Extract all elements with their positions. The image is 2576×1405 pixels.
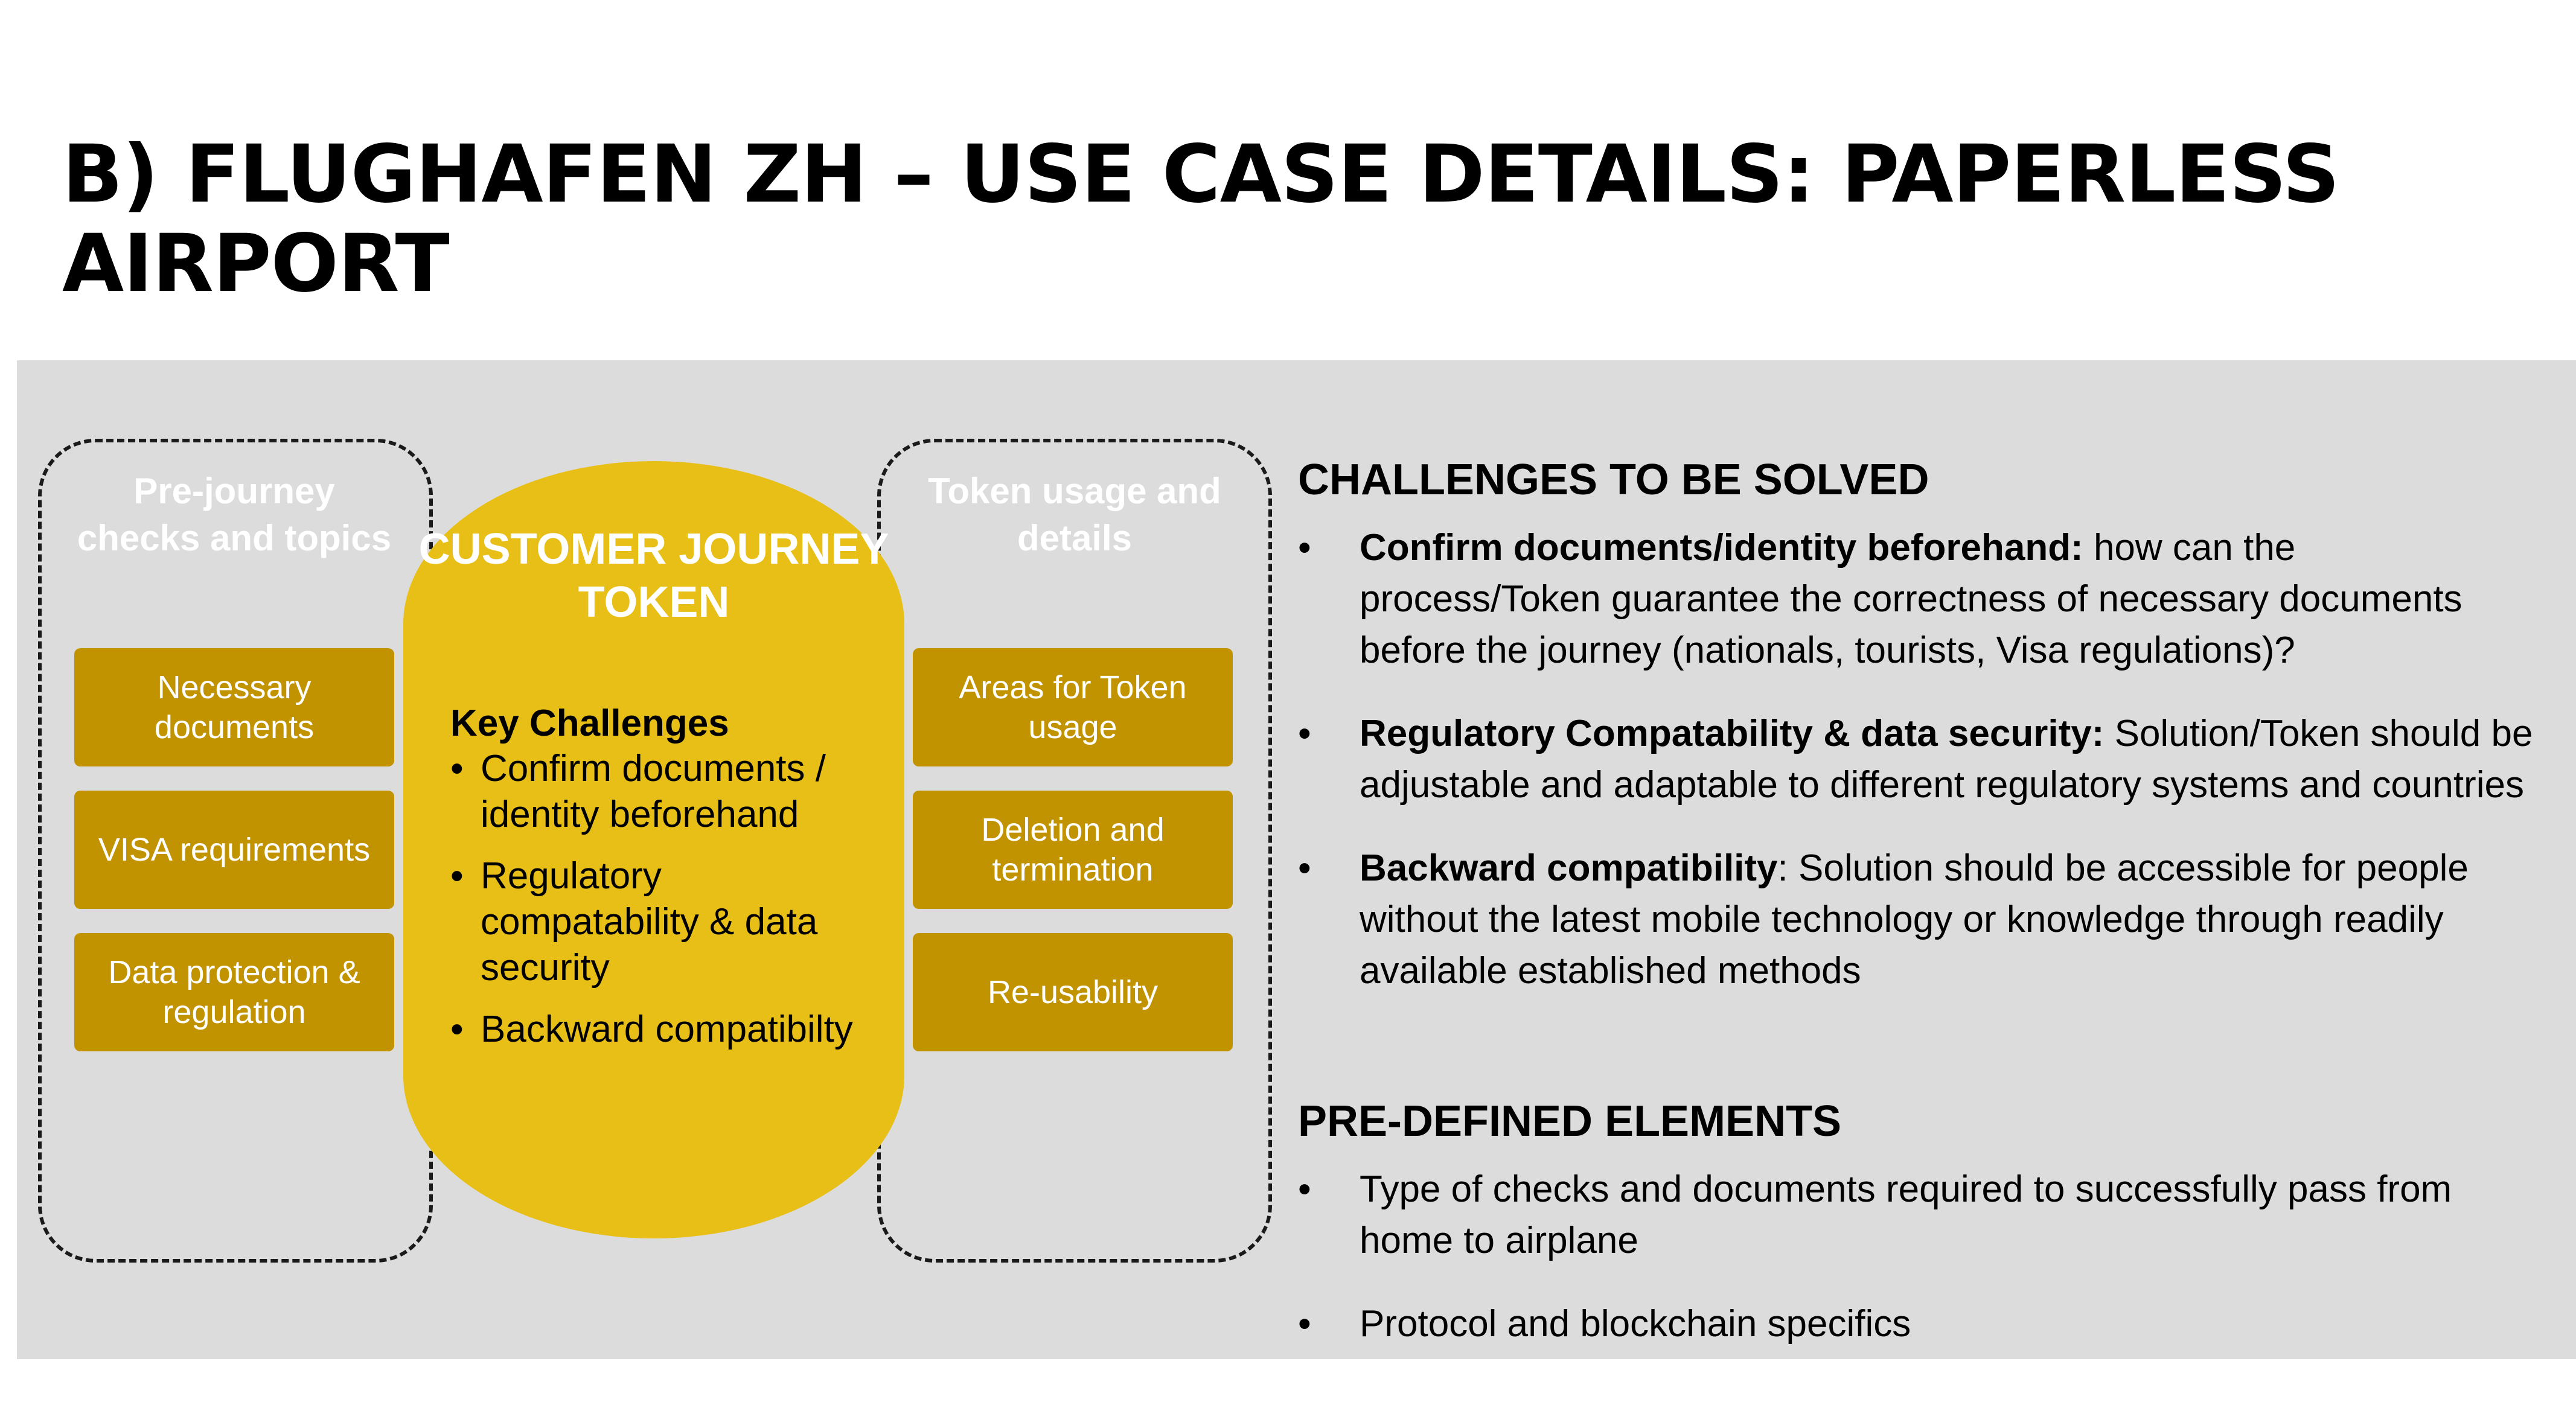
key-challenges-list: Confirm documents / identity beforehand … (450, 746, 885, 1068)
customer-journey-token-title: CUSTOMER JOURNEY TOKEN (418, 525, 889, 626)
box-necessary-documents: Necessary documents (74, 648, 394, 766)
challenge-text: Solution/Token should be adjustable and … (1360, 713, 2533, 806)
list-item: Backward compatibilty (450, 1007, 885, 1053)
list-item: Regulatory compatability & data security (450, 853, 885, 991)
challenge-bold: Confirm documents/identity beforehand: (1360, 527, 2083, 569)
list-item: Regulatory Compatability & data security… (1298, 708, 2542, 811)
list-item: Confirm documents/identity beforehand: h… (1298, 522, 2542, 676)
pre-journey-heading: Pre-journey checks and topics (77, 471, 392, 558)
box-areas-token-usage: Areas for Token usage (913, 648, 1233, 766)
token-usage-heading: Token usage and details (928, 471, 1221, 558)
predefined-list: Type of checks and documents required to… (1298, 1164, 2542, 1381)
challenge-text: how can the process/Token guarantee the … (1360, 527, 2463, 671)
box-data-protection: Data protection & regulation (74, 933, 394, 1051)
customer-journey-token-pill (403, 461, 904, 1238)
list-item: Backward compatibility: Solution should … (1298, 843, 2542, 996)
box-deletion-termination: Deletion and termination (913, 791, 1233, 909)
box-visa-requirements: VISA requirements (74, 791, 394, 909)
slide-title: B) FLUGHAFEN ZH – USE CASE DETAILS: PAPE… (62, 128, 2340, 310)
list-item: Confirm documents / identity beforehand (450, 746, 885, 838)
challenge-text: : Solution should be accessible for peop… (1360, 847, 2469, 992)
key-challenges-title: Key Challenges (450, 702, 729, 744)
list-item: Protocol and blockchain specifics (1298, 1298, 2542, 1349)
predefined-heading: PRE-DEFINED ELEMENTS (1298, 1097, 1842, 1145)
challenge-bold: Regulatory Compatability & data security… (1360, 713, 2105, 754)
challenges-heading: CHALLENGES TO BE SOLVED (1298, 456, 1929, 504)
box-re-usability: Re-usability (913, 933, 1233, 1051)
challenges-list: Confirm documents/identity beforehand: h… (1298, 522, 2542, 1028)
challenge-bold: Backward compatibility (1360, 847, 1778, 889)
list-item: Type of checks and documents required to… (1298, 1164, 2542, 1266)
